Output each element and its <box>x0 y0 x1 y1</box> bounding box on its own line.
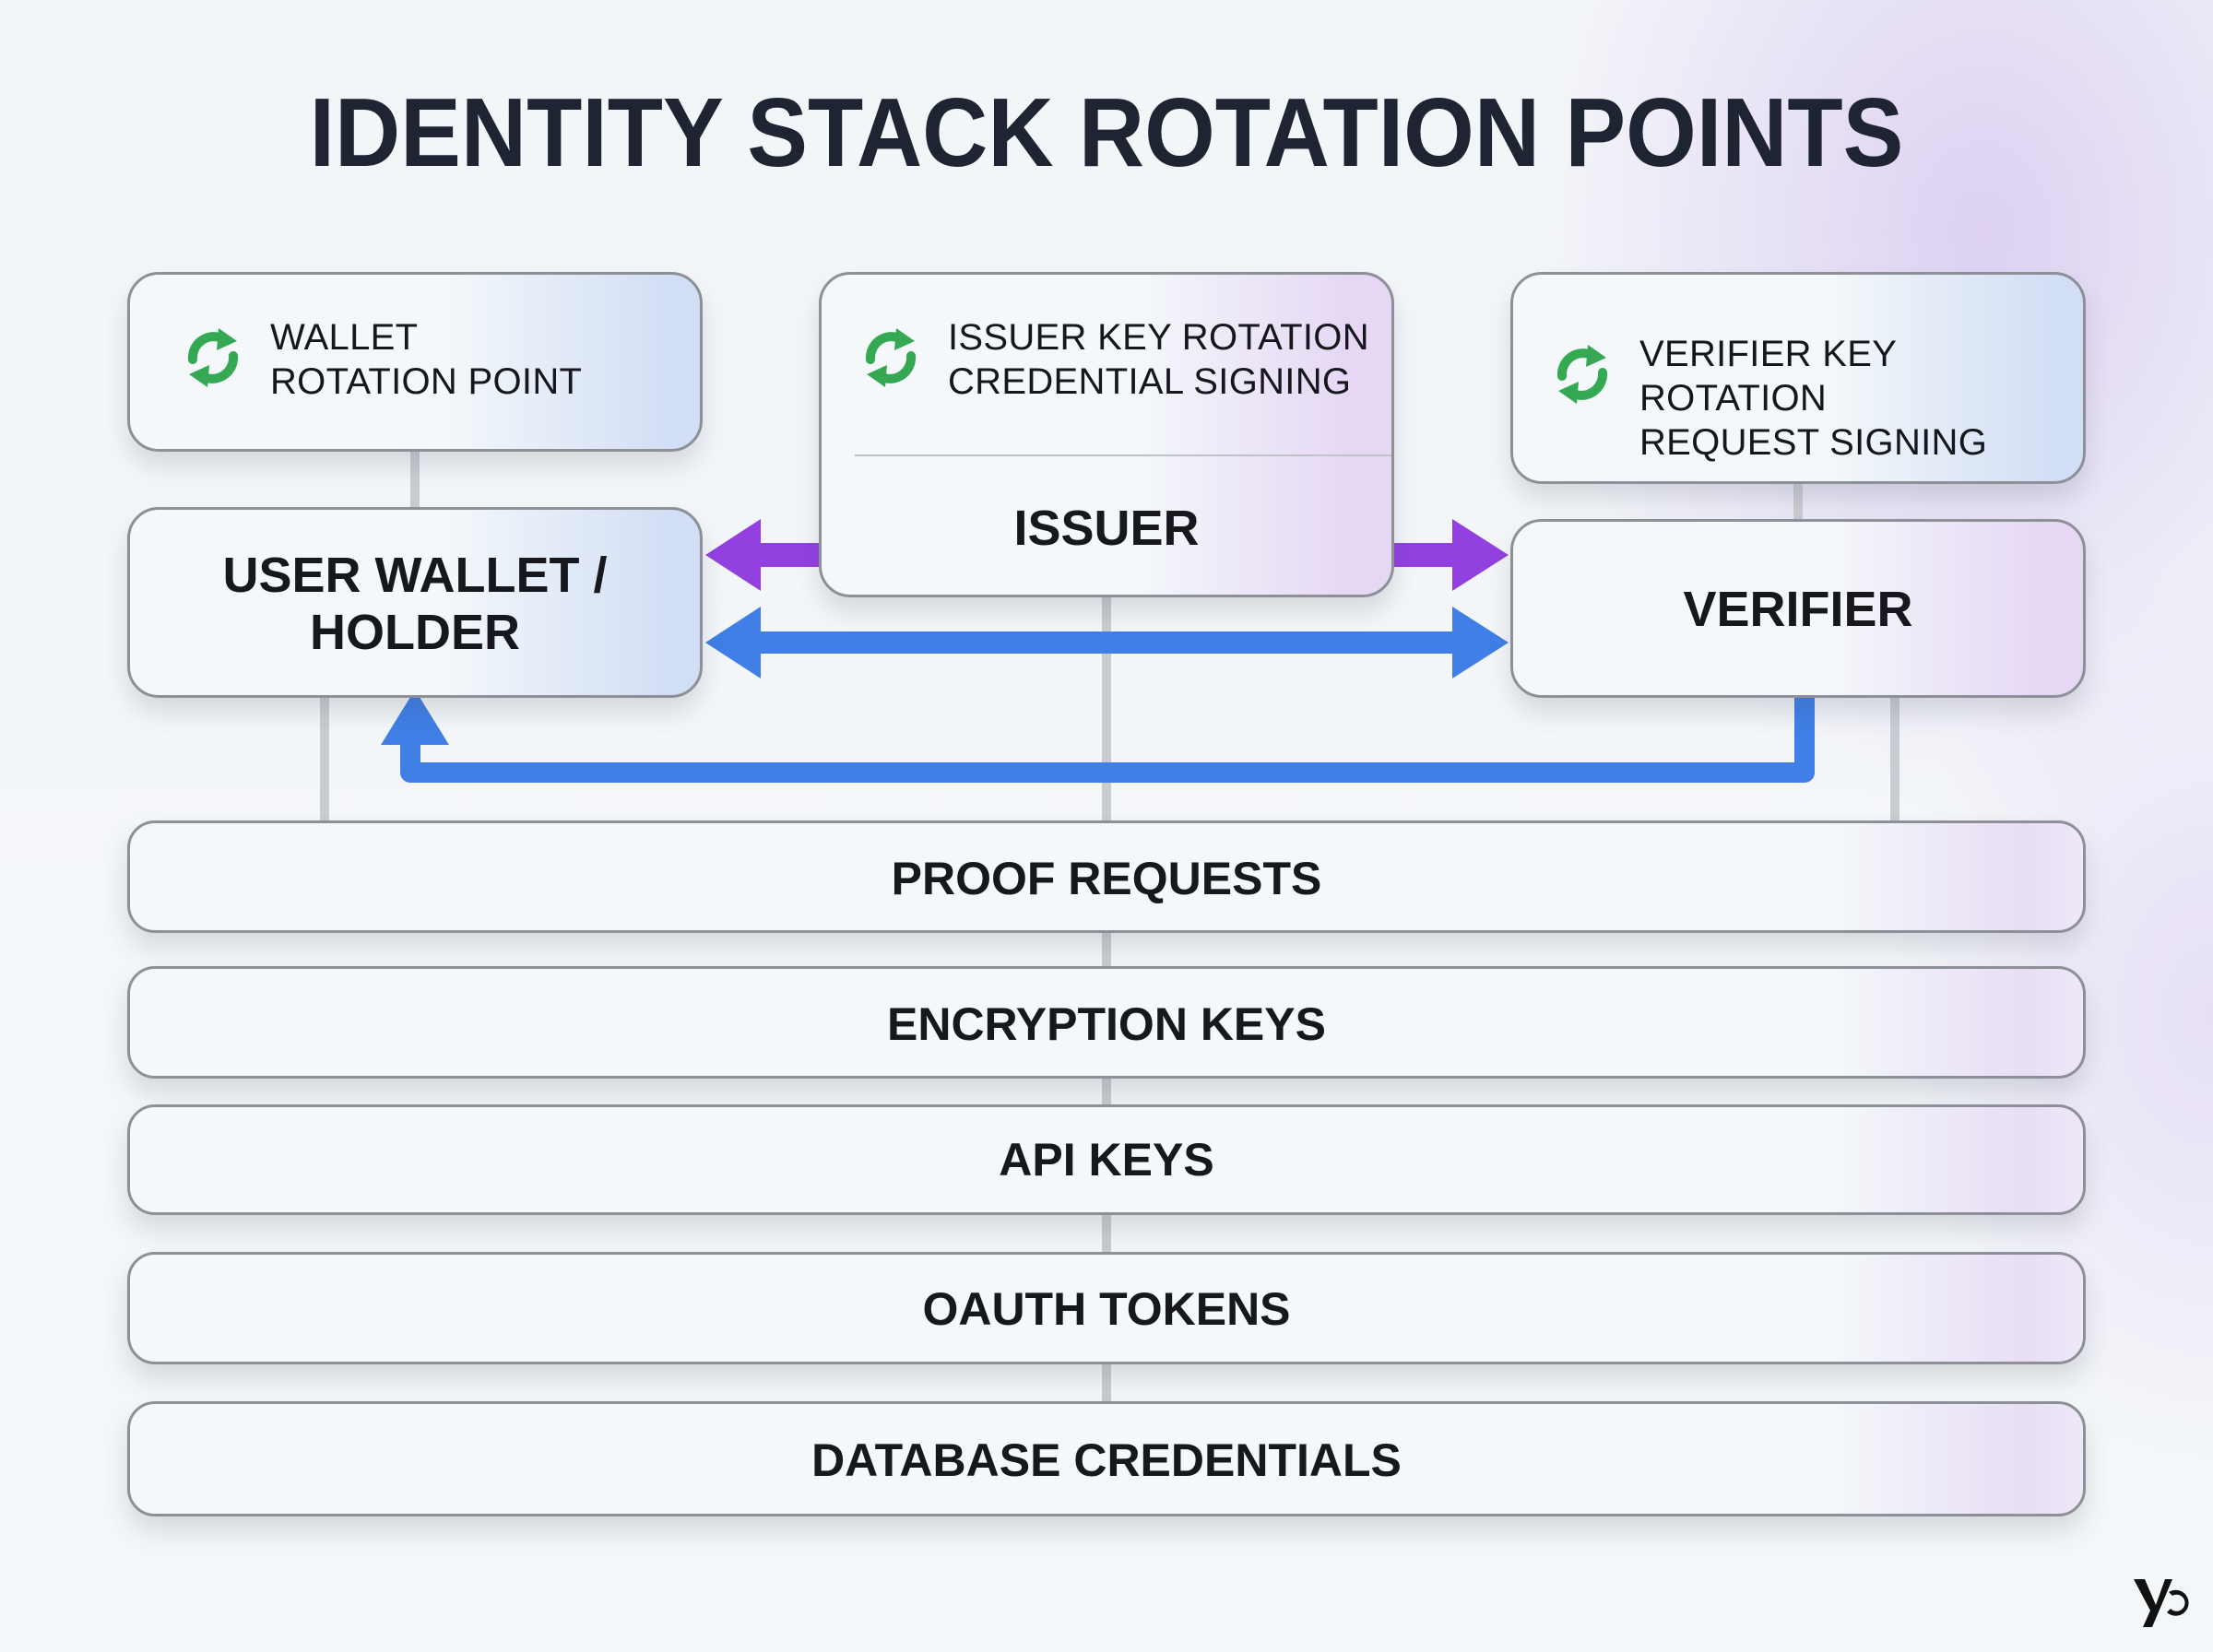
refresh-icon <box>187 328 239 387</box>
holder-label-line2: HOLDER <box>310 605 520 660</box>
layer-oauth-tokens[interactable]: OAUTH TOKENS <box>127 1252 2086 1364</box>
wallet-rotation-point-card: WALLET ROTATION POINT <box>127 272 703 452</box>
layer-label: OAUTH TOKENS <box>922 1283 1291 1335</box>
verifier-rotation-point-card: VERIFIER KEY ROTATION REQUEST SIGNING <box>1510 272 2086 484</box>
layer-label: ENCRYPTION KEYS <box>886 998 1326 1050</box>
layer-encryption-keys[interactable]: ENCRYPTION KEYS <box>127 966 2086 1079</box>
layer-proof-requests[interactable]: PROOF REQUESTS <box>127 820 2086 933</box>
verifier-node-label: VERIFIER <box>1683 582 1913 637</box>
connector-verifier-to-layers <box>1890 696 1899 823</box>
connector-issuer-to-layers <box>1102 595 1111 823</box>
verifier-rotation-line2: REQUEST SIGNING <box>1639 422 1988 463</box>
connector-layer-4-5 <box>1102 1363 1111 1403</box>
diagram-title: IDENTITY STACK ROTATION POINTS <box>309 78 1904 187</box>
issuer-card-divider <box>855 454 1391 456</box>
refresh-icon <box>865 328 917 387</box>
verifier-rotation-line1: VERIFIER KEY ROTATION <box>1639 334 1897 419</box>
wallet-rotation-line2: ROTATION POINT <box>270 361 583 402</box>
holder-node[interactable]: USER WALLET / HOLDER <box>127 507 703 698</box>
arrow-holder-verifier-bidirectional <box>705 607 1509 678</box>
arrow-issuer-to-holder <box>705 519 825 591</box>
connector-layer-1-2 <box>1102 931 1111 968</box>
arrow-issuer-to-verifier <box>1388 519 1509 591</box>
connector-layer-3-4 <box>1102 1213 1111 1254</box>
connector-holder-to-layers <box>320 696 329 823</box>
issuer-node-label: ISSUER <box>1013 501 1200 556</box>
wallet-rotation-line1: WALLET <box>270 317 419 358</box>
issuer-rotation-line1: ISSUER KEY ROTATION <box>948 317 1369 358</box>
layer-label: PROOF REQUESTS <box>891 853 1322 904</box>
holder-label-line1: USER WALLET / <box>222 548 608 603</box>
connector-wallet-rotation-to-holder <box>410 450 420 509</box>
issuer-card[interactable]: ISSUER KEY ROTATION CREDENTIAL SIGNING I… <box>819 272 1394 597</box>
verifier-node[interactable]: VERIFIER <box>1510 519 2086 698</box>
brand-logo-icon <box>2134 1579 2189 1627</box>
layer-api-keys[interactable]: API KEYS <box>127 1104 2086 1215</box>
layer-label: API KEYS <box>999 1134 1214 1186</box>
connector-layer-2-3 <box>1102 1077 1111 1106</box>
layer-label: DATABASE CREDENTIALS <box>811 1434 1402 1486</box>
layer-database-credentials[interactable]: DATABASE CREDENTIALS <box>127 1401 2086 1516</box>
arrow-verifier-to-holder-return <box>381 688 1815 783</box>
refresh-icon <box>1556 345 1608 404</box>
issuer-rotation-line2: CREDENTIAL SIGNING <box>948 361 1352 402</box>
connector-verifier-rotation-to-verifier <box>1793 481 1803 522</box>
